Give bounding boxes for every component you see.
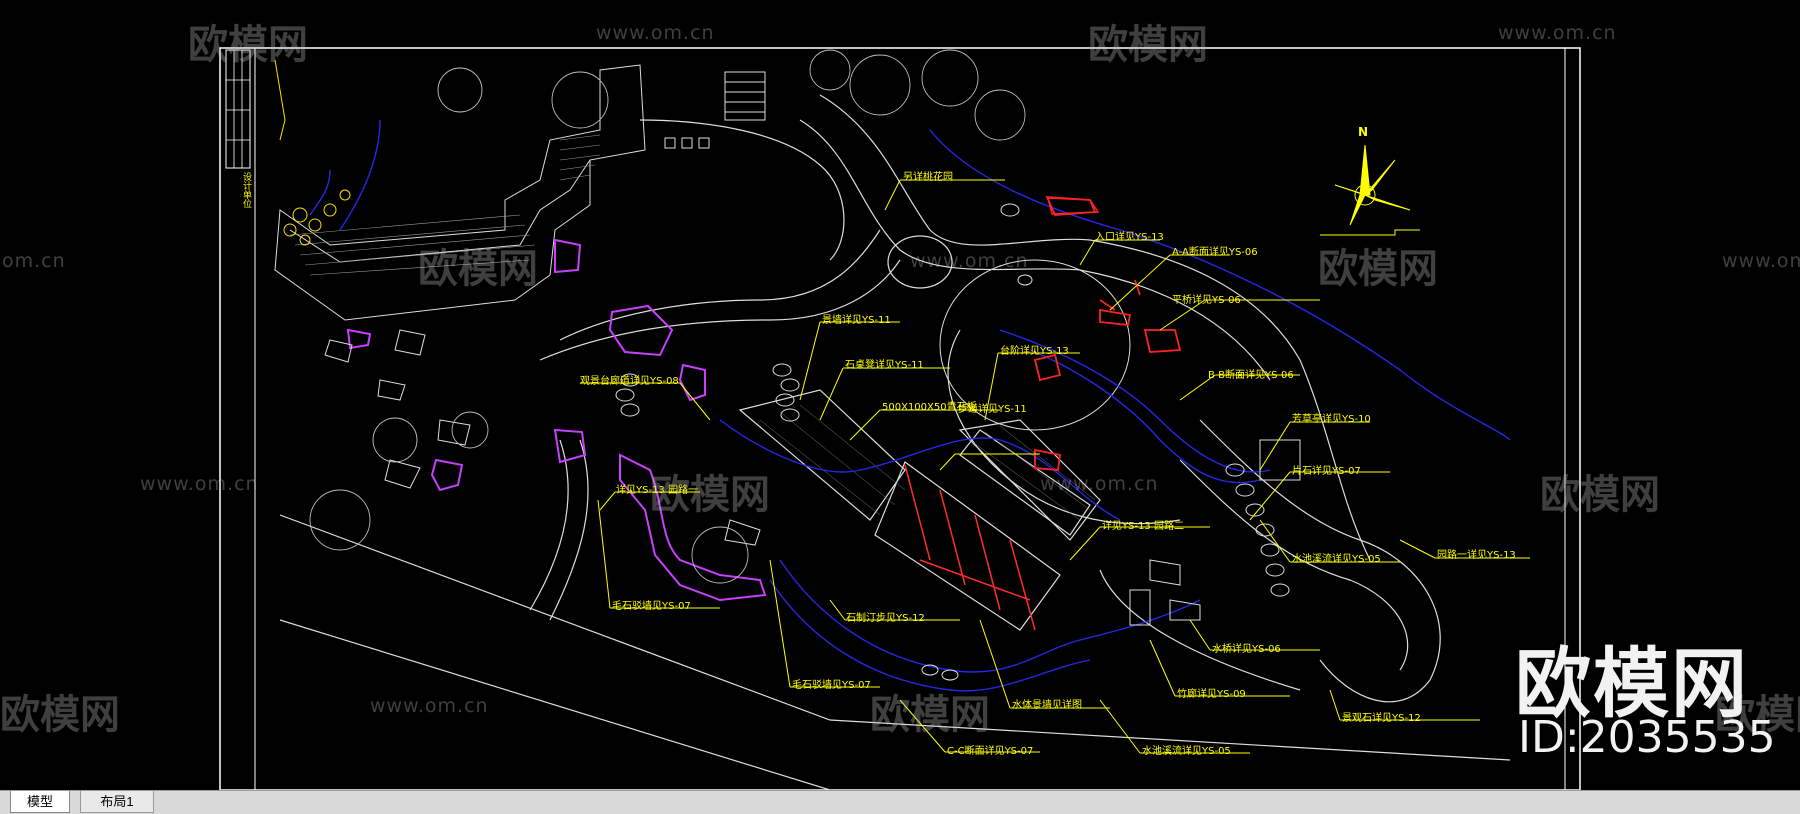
annotation-label: 毛石驳墙见YS-07 — [612, 601, 691, 612]
annotation-label: 石桌凳详见YS-11 — [845, 360, 924, 371]
annotation-label: 水体景墙见详图 — [1012, 700, 1082, 711]
watermark-logo: 欧模网 — [1715, 692, 1800, 738]
watermark-logo: 欧模网 — [418, 246, 538, 292]
watermark-url: www.om.cn — [596, 22, 715, 44]
leader-lines — [580, 179, 1530, 754]
annotation-label: 详见YS-13 园路一 — [616, 485, 698, 496]
layout-tab-bar: 模型 布局1 — [0, 790, 1800, 814]
north-label: N — [1358, 125, 1369, 139]
water-edge — [309, 119, 1511, 692]
watermark-url: www.om.cn — [1040, 473, 1159, 495]
rock-cluster — [346, 238, 767, 602]
roof-hatch — [289, 134, 601, 276]
watermark-url: www.om.cn — [370, 695, 489, 717]
watermark-url: www.om.cn — [910, 250, 1029, 272]
watermark-logo: 欧模网 — [1088, 22, 1208, 68]
annotation-label: 水池溪流详见YS-05 — [1292, 554, 1381, 565]
building-outline — [274, 64, 646, 321]
side-label: 设计单位 — [241, 172, 251, 208]
tab-model[interactable]: 模型 — [10, 791, 70, 813]
watermark-logo: 欧模网 — [870, 692, 990, 738]
watermark-logo: 欧模网 — [650, 472, 770, 518]
annotation-label: 平桥详见YS-06 — [1172, 295, 1241, 306]
annotation-label: 石制汀步见YS-12 — [846, 613, 925, 624]
shrub-yellow — [274, 59, 351, 246]
watermark-url: www.om.cn — [1722, 250, 1800, 272]
watermark-logo: 欧模网 — [188, 22, 308, 68]
annotation-label: 步道详见YS-11 — [958, 404, 1027, 415]
annotation-label: 景观石详见YS-12 — [1342, 713, 1421, 724]
deck-red-lines — [904, 464, 1036, 631]
annotation-label: 500X100X50青石板 — [882, 402, 977, 413]
annotation-label: C-C断面详见YS-07 — [947, 746, 1034, 757]
annotation-label: 另详桃花园 — [903, 172, 953, 183]
brand-name: 欧模网 — [1515, 639, 1749, 728]
annotation-label: B-B断面详见YS-06 — [1208, 370, 1294, 381]
annotation-label: 竹廊详见YS-09 — [1177, 689, 1246, 700]
annotation-label: 水桥详见YS-06 — [1212, 644, 1281, 655]
stepping-stones — [324, 203, 1301, 681]
annotation-label: 园路一详见YS-13 — [1437, 550, 1516, 561]
tree-canopy — [309, 49, 1026, 584]
watermark-logo: 欧模网 — [1540, 472, 1660, 518]
watermark-url: www.om.cn — [140, 473, 259, 495]
inner-frame — [254, 47, 1566, 790]
annotation-label: 片石详见YS-07 — [1292, 466, 1361, 477]
deck-structure — [738, 389, 1101, 631]
north-arrow — [1320, 144, 1420, 236]
watermark-logo: 欧模网 — [1318, 246, 1438, 292]
title-block-strip — [225, 49, 251, 169]
watermark-url: om.cn — [2, 250, 66, 272]
annotation-label: 水池溪流详见YS-05 — [1142, 746, 1231, 757]
site-plan-drawing — [219, 47, 1581, 790]
annotation-label: 台阶详见YS-13 — [1000, 346, 1069, 357]
annotation-label: 毛石驳墙见YS-07 — [792, 680, 871, 691]
annotation-label: 入口详见YS-13 — [1095, 232, 1164, 243]
brand-id: ID:2035535 — [1518, 712, 1776, 763]
annotation-label: 景墙详见YS-11 — [822, 315, 891, 326]
tab-layout1[interactable]: 布局1 — [80, 791, 154, 813]
watermark-url: www.om.cn — [1498, 22, 1617, 44]
annotation-label: A-A断面详见YS-06 — [1172, 247, 1258, 258]
annotation-label: 芳草亭详见YS-10 — [1292, 414, 1371, 425]
annotation-label: 详见YS-13 园路二 — [1102, 521, 1184, 532]
watermark-logo: 欧模网 — [0, 692, 120, 738]
annotation-label: 观景台廊道详见YS-08 — [580, 376, 679, 387]
